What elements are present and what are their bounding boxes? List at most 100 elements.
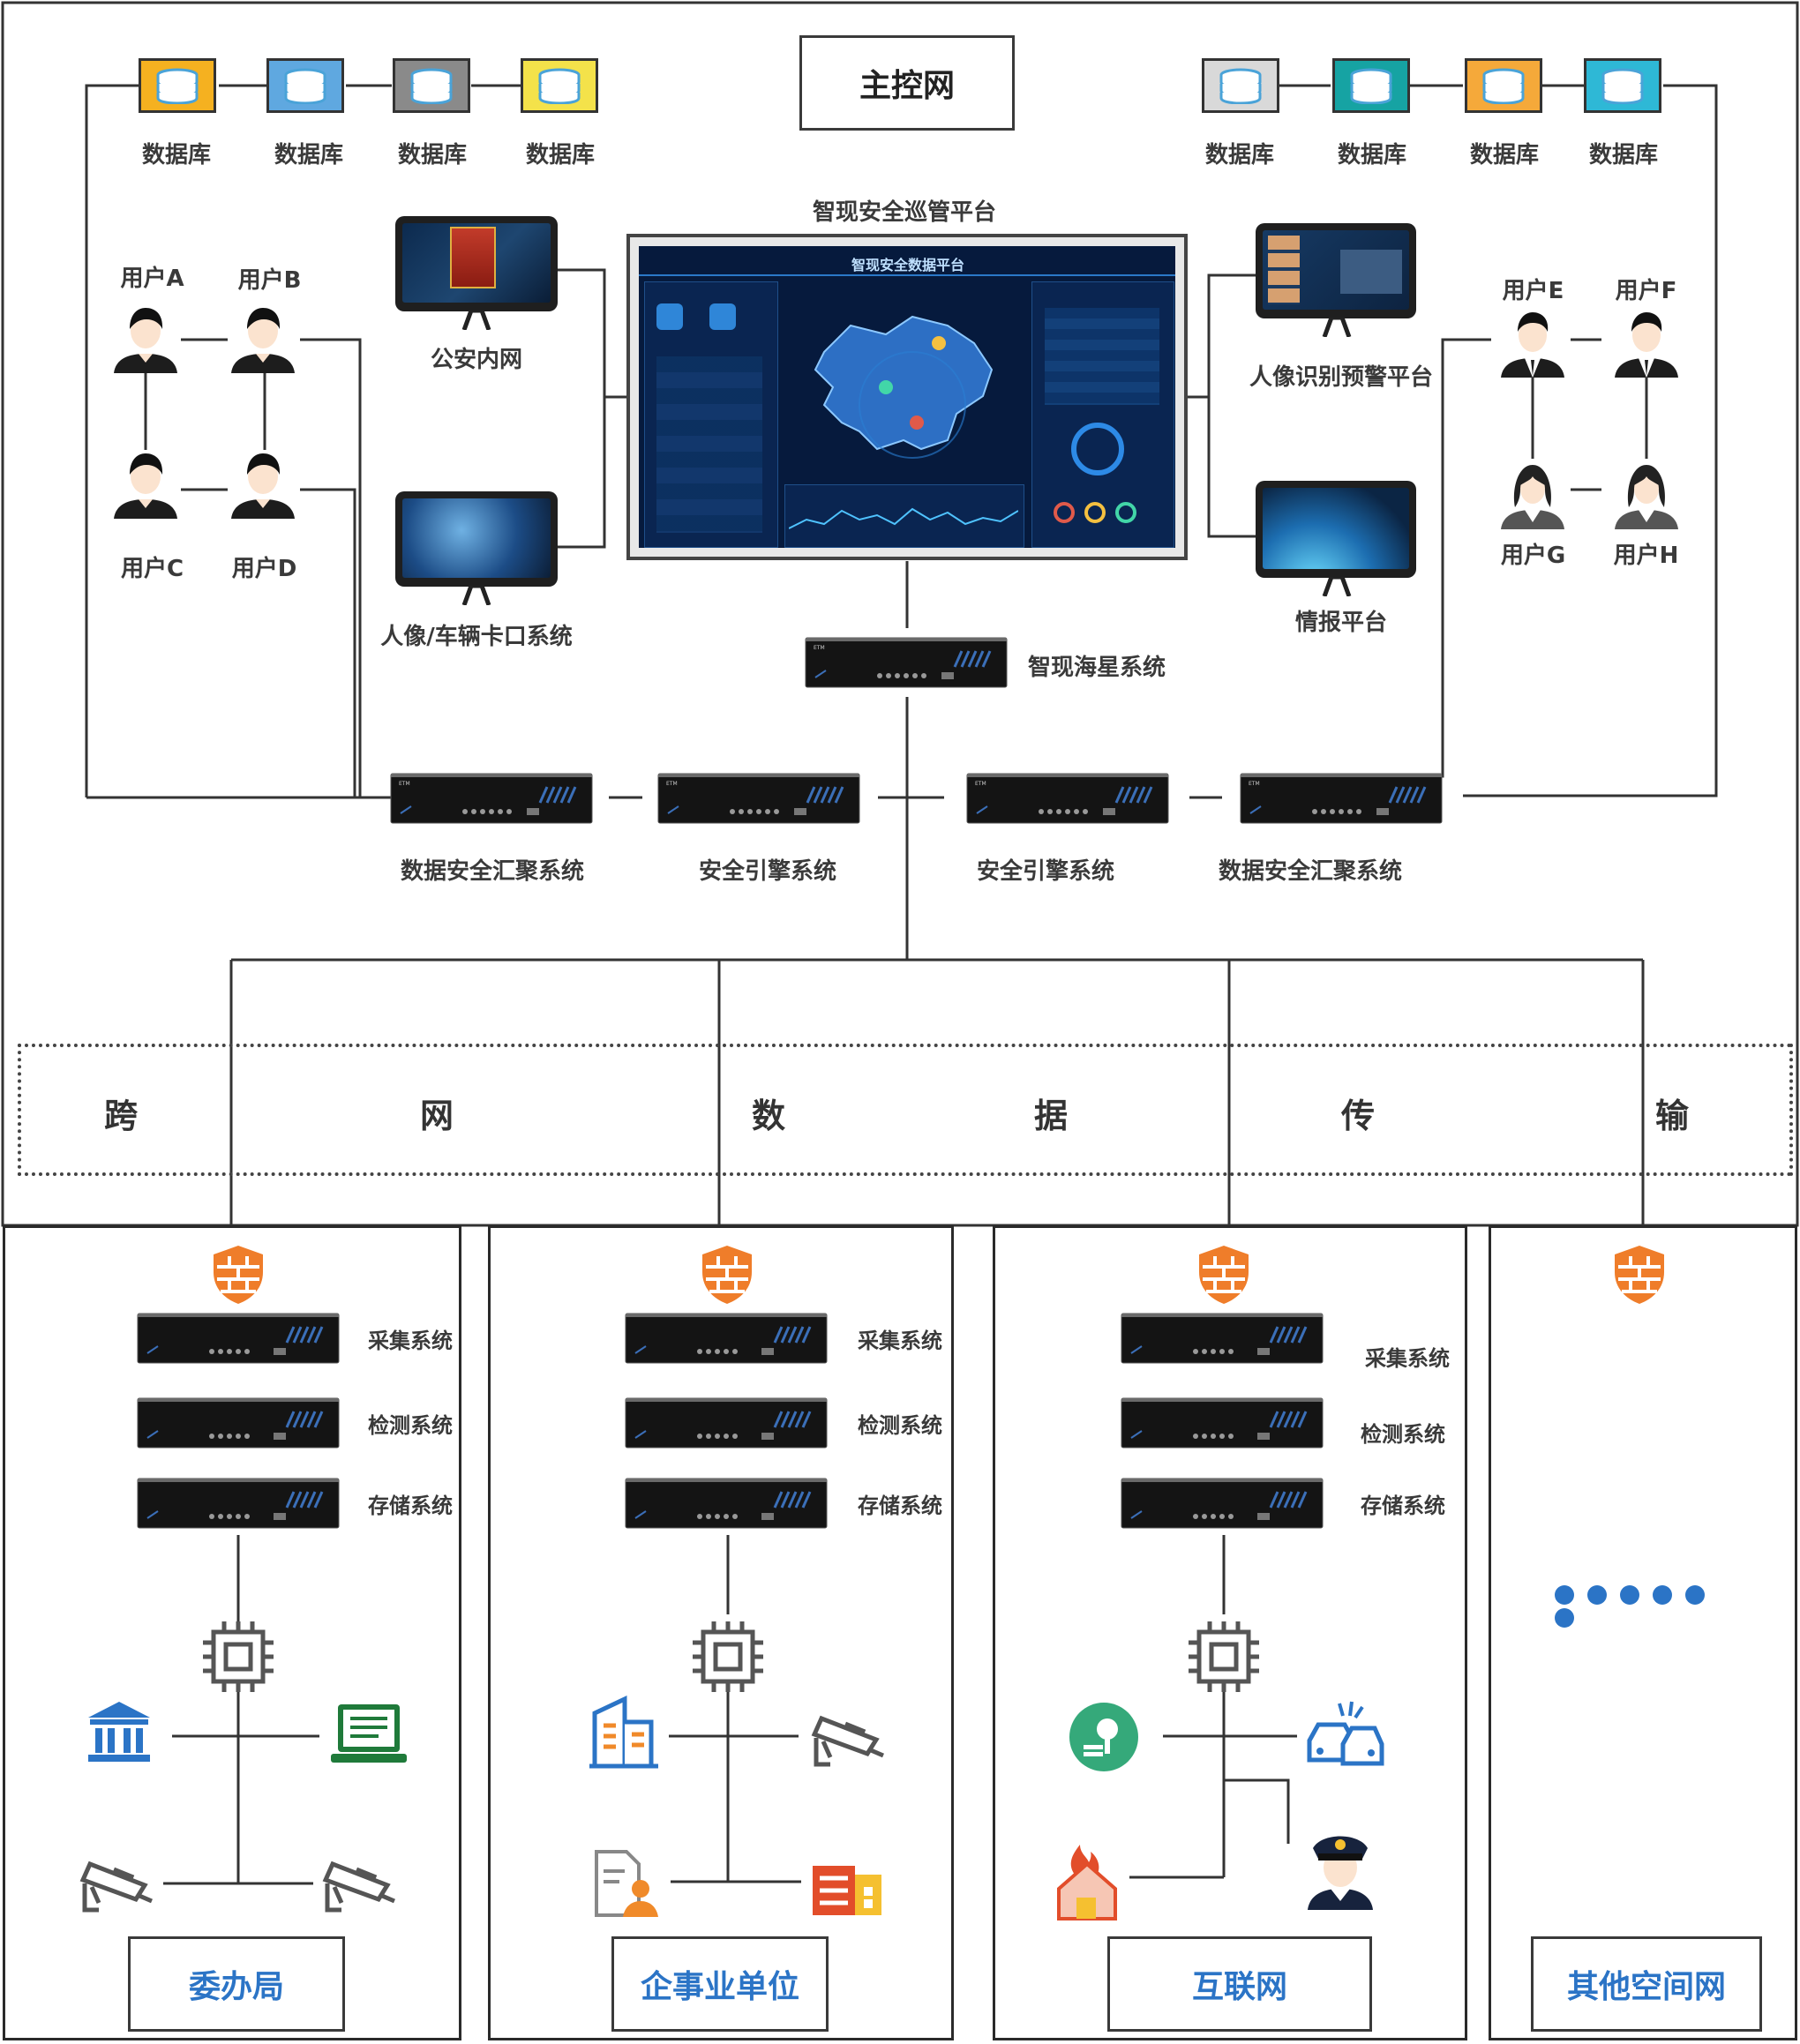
mid-system-label: 安全引擎系统	[698, 858, 836, 885]
svg-text:ETM: ETM	[975, 781, 986, 787]
server-icon: ETM	[805, 637, 1008, 688]
platform-label: 人像/车辆卡口系统	[380, 624, 573, 650]
database-icon	[1332, 58, 1410, 113]
mid-system-label: 数据安全汇聚系统	[400, 858, 584, 885]
zone-system-label: 存储系统	[368, 1494, 453, 1518]
database-icon	[139, 58, 216, 113]
database-icon	[521, 58, 598, 113]
factory-building-icon	[813, 1866, 881, 1915]
server-icon: ETM	[966, 773, 1169, 824]
platform-label: 公安内网	[430, 347, 522, 373]
database-icon	[393, 58, 470, 113]
zone-label: 企事业单位	[611, 1936, 829, 2032]
database-icon	[1202, 58, 1279, 113]
mid-system-label: 安全引擎系统	[976, 858, 1114, 885]
database-icon	[266, 58, 344, 113]
user-label: 用户D	[231, 556, 297, 582]
zone-system-label: 检测系统	[858, 1413, 942, 1438]
zone-system-label: 存储系统	[1361, 1494, 1445, 1518]
database-label: 数据库	[274, 142, 343, 168]
svg-text:ETM: ETM	[666, 781, 678, 787]
zone-system-label: 检测系统	[1361, 1422, 1445, 1447]
server-icon	[137, 1397, 340, 1449]
transfer-char: 传	[1341, 1097, 1376, 1135]
chip-icon	[1189, 1621, 1259, 1692]
firewall-icon	[214, 1246, 263, 1304]
user-label: 用户A	[120, 266, 184, 292]
database-label: 数据库	[141, 142, 211, 168]
monitor-screen	[1256, 223, 1416, 318]
chip-icon	[693, 1621, 763, 1692]
server-icon	[625, 1397, 828, 1449]
government-building-icon	[88, 1702, 150, 1762]
server-icon: ETM	[1240, 773, 1443, 824]
zone-enterprise	[488, 1225, 954, 2040]
police-officer-icon	[1308, 1836, 1373, 1910]
user-label: 用户H	[1613, 543, 1679, 569]
server-icon	[625, 1313, 828, 1364]
male-user-icon	[114, 453, 177, 519]
park-icon	[1069, 1703, 1138, 1771]
database-icon	[1584, 58, 1661, 113]
zone-system-label: 检测系统	[368, 1413, 453, 1438]
office-building-icon	[589, 1696, 658, 1769]
firewall-icon	[1615, 1246, 1664, 1304]
male-user-icon	[231, 308, 295, 373]
platform-label: 情报平台	[1294, 610, 1387, 636]
transfer-char: 跨	[104, 1097, 139, 1135]
zone-internet	[993, 1225, 1467, 2040]
server-icon: ETM	[390, 773, 593, 824]
businesswoman-icon	[1615, 465, 1678, 529]
server-icon: ETM	[657, 773, 860, 824]
database-label: 数据库	[1469, 142, 1539, 168]
user-label: 用户B	[237, 267, 302, 294]
main-network-title: 主控网	[799, 35, 1015, 131]
zone-label: 互联网	[1107, 1936, 1372, 2032]
zone-system-label: 存储系统	[858, 1494, 942, 1518]
server-icon	[1121, 1478, 1324, 1529]
chip-icon	[203, 1621, 274, 1692]
mid-system-label: 数据安全汇聚系统	[1218, 858, 1402, 885]
server-icon	[625, 1478, 828, 1529]
monitor-screen	[395, 216, 558, 311]
cctv-camera-icon	[79, 1861, 153, 1913]
platform-title: 智现安全巡管平台	[812, 199, 996, 226]
male-user-icon	[114, 308, 177, 373]
zone-system-label: 采集系统	[858, 1329, 942, 1353]
transfer-char: 据	[1034, 1097, 1069, 1135]
database-label: 数据库	[1204, 142, 1274, 168]
male-user-icon	[231, 453, 295, 519]
central-dashboard-screen: 智现安全数据平台	[626, 234, 1188, 560]
monitor-screen	[395, 491, 558, 587]
car-accident-icon	[1307, 1701, 1384, 1766]
server-icon	[1121, 1397, 1324, 1449]
firewall-icon	[1199, 1246, 1249, 1304]
database-label: 数据库	[1588, 142, 1658, 168]
transfer-char: 数	[752, 1097, 786, 1135]
database-icon	[1465, 58, 1542, 113]
monitor-screen	[1256, 481, 1416, 578]
transfer-band	[18, 1044, 1793, 1176]
server-icon	[137, 1478, 340, 1529]
businessman-icon	[1615, 312, 1678, 378]
firewall-icon	[702, 1246, 752, 1304]
zone-label: 其他空间网	[1531, 1936, 1762, 2032]
database-label: 数据库	[525, 142, 595, 168]
user-label: 用户C	[120, 556, 184, 582]
user-label: 用户E	[1502, 278, 1564, 304]
svg-text:ETM: ETM	[1249, 781, 1260, 787]
zone-government	[3, 1225, 461, 2040]
businessman-icon	[1501, 312, 1564, 378]
cctv-camera-icon	[811, 1715, 884, 1767]
cctv-camera-icon	[322, 1861, 395, 1913]
more-ellipsis-icon	[1555, 1585, 1749, 1631]
transfer-char: 网	[420, 1097, 454, 1135]
zone-system-label: 采集系统	[368, 1329, 453, 1353]
server-icon	[1121, 1313, 1324, 1364]
dashboard-header: 智现安全数据平台	[851, 257, 964, 273]
monitor-stand-icon	[461, 586, 491, 605]
businesswoman-icon	[1501, 465, 1564, 529]
transfer-char: 输	[1655, 1097, 1690, 1135]
house-fire-icon	[1057, 1845, 1117, 1920]
monitor-stand-icon	[1322, 318, 1352, 337]
